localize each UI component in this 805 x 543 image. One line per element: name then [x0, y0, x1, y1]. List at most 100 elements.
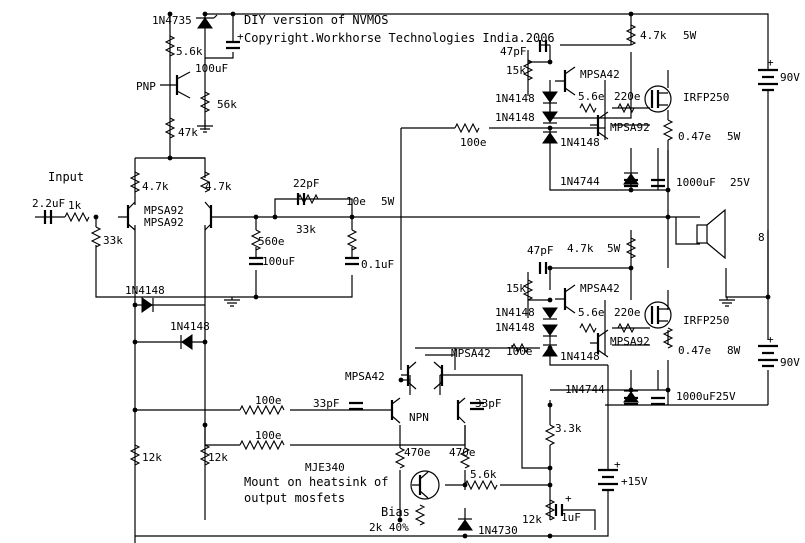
zener-1n4744-top-icon — [623, 173, 639, 185]
labels: DIY version of NVMOS Copyright.Workhorse… — [32, 13, 800, 537]
resistor-56k — [199, 91, 211, 113]
label-c-22p: 22pF — [293, 177, 320, 190]
label-v-90-bot: 90V — [780, 356, 800, 369]
label-r-220e-top: 220e — [614, 90, 641, 103]
capacitor-100u-fb — [249, 256, 263, 266]
diode-1n4148-b — [181, 334, 193, 350]
label-plus-a: + — [237, 30, 244, 43]
resistor-047-top — [662, 119, 674, 141]
zener-1n4735-icon — [197, 17, 213, 29]
capacitor-22p — [296, 193, 306, 205]
label-r-100e-b: 100e — [255, 429, 282, 442]
label-r-33k: 33k — [103, 234, 123, 247]
label-w-8w: 8W — [727, 344, 741, 357]
mosfet-top-icon — [644, 85, 672, 113]
diode-1n4148-a — [141, 297, 153, 313]
label-plus-c: + — [767, 333, 774, 346]
resistor-12k-b — [199, 444, 211, 466]
wiring — [45, 13, 769, 543]
resistor-3k3 — [544, 424, 556, 446]
resistor-4k7-left — [129, 171, 141, 193]
label-r-100e-top: 100e — [460, 136, 487, 149]
capacitor-33p-a — [349, 401, 363, 411]
label-r-56e-bot: 5.6e — [578, 306, 605, 319]
label-r-100e-a: 100e — [255, 394, 282, 407]
label-speaker: 8 — [758, 231, 765, 244]
label-r-12k-c: 12k — [522, 513, 542, 526]
label-q-pair-b: MPSA92 — [144, 216, 184, 229]
resistor-12k-c — [544, 499, 556, 521]
label-zener-1n4744-top: 1N4744 — [560, 175, 600, 188]
label-q-pair-a: MPSA92 — [144, 204, 184, 217]
resistor-15k-top — [522, 59, 534, 81]
label-r-470-b: 470e — [449, 446, 476, 459]
resistor-10e — [346, 229, 358, 251]
label-zener-1n4744-bot: 1N4744 — [565, 383, 605, 396]
label-r-15k-top: 15k — [506, 64, 526, 77]
label-zener-top: 1N4735 — [152, 14, 192, 27]
resistor-33k-fb — [297, 193, 319, 205]
resistor-pot-2k — [414, 504, 426, 526]
label-w-5w-right: 5W — [683, 29, 697, 42]
label-w-5w-a: 5W — [727, 130, 741, 143]
label-input: Input — [48, 170, 84, 184]
label-r-33k-fb: 33k — [296, 223, 316, 236]
capacitor-100u-top — [226, 40, 240, 50]
label-d-1n4148-g: 1N4148 — [495, 321, 535, 334]
label-r-47k: 47k — [178, 126, 198, 139]
zener-1n4744-bot-icon — [623, 391, 639, 403]
label-zener-1n4730: 1N4730 — [478, 524, 518, 537]
zener-1n4730-icon — [457, 519, 473, 531]
label-r-470-a: 470e — [404, 446, 431, 459]
label-r-100e-bot: 100e — [506, 345, 533, 358]
resistor-100e-a — [239, 404, 285, 416]
grounds — [197, 120, 735, 307]
label-r-33k-bias: 3.3k — [555, 422, 582, 435]
capacitor-33p-b — [470, 401, 484, 411]
label-r-12k-a: 12k — [142, 451, 162, 464]
label-r-560: 560e — [258, 235, 285, 248]
capacitor-47p-bot — [538, 262, 548, 274]
diode-1n4148-c — [542, 91, 558, 103]
resistor-56e-top — [579, 102, 597, 114]
resistor-220e-top — [617, 102, 635, 114]
label-v-25v-top: 25V — [730, 176, 750, 189]
resistor-4k7-bot — [625, 237, 637, 259]
resistor-100e-bot — [511, 342, 529, 354]
resistor-5k6 — [164, 35, 176, 57]
junctions — [93, 11, 771, 539]
label-c-1000u-bot: 1000uF25V — [676, 390, 736, 403]
label-c-33p-a: 33pF — [313, 397, 340, 410]
label-r-56e-top: 5.6e — [578, 90, 605, 103]
label-r-47k-b: 4.7k — [205, 180, 232, 193]
label-q-irfp-top: IRFP250 — [683, 91, 729, 104]
resistor-56e-bot — [579, 322, 597, 334]
ground-icon — [197, 120, 213, 133]
label-plus-e: + — [565, 492, 572, 505]
label-r-047-top: 0.47e — [678, 130, 711, 143]
resistor-470-b — [459, 447, 471, 469]
label-c-1u: 1uF — [561, 511, 581, 524]
label-q-mpsa92-bot: MPSA92 — [610, 335, 650, 348]
ground-icon — [224, 297, 240, 307]
label-w-5w-bot: 5W — [607, 242, 621, 255]
label-r-47k-top-right: 4.7k — [640, 29, 667, 42]
speaker-icon — [696, 208, 726, 260]
resistor-5k6-bias — [464, 479, 498, 491]
diode-1n4148-h — [542, 345, 558, 357]
label-r-220e-bot: 220e — [614, 306, 641, 319]
label-d-1n4148-e: 1N4148 — [560, 136, 600, 149]
label-plus-d: + — [614, 458, 621, 471]
transistor-mje340-icon — [410, 470, 440, 500]
label-c-33p-b: 33pF — [475, 397, 502, 410]
label-r-in: 1k — [68, 199, 82, 212]
label-q-mpsa42-bot: MPSA42 — [580, 282, 620, 295]
label-c-100u-fb: 100uF — [262, 255, 295, 268]
label-d-1n4148-f: 1N4148 — [495, 306, 535, 319]
label-d-1n4148-a: 1N4148 — [125, 284, 165, 297]
resistor-33k-in — [90, 226, 102, 248]
label-r-5k6: 5.6k — [176, 45, 203, 58]
supplies — [598, 68, 778, 492]
resistor-220e-bot — [617, 322, 635, 334]
label-c-1000u-top: 1000uF — [676, 176, 716, 189]
